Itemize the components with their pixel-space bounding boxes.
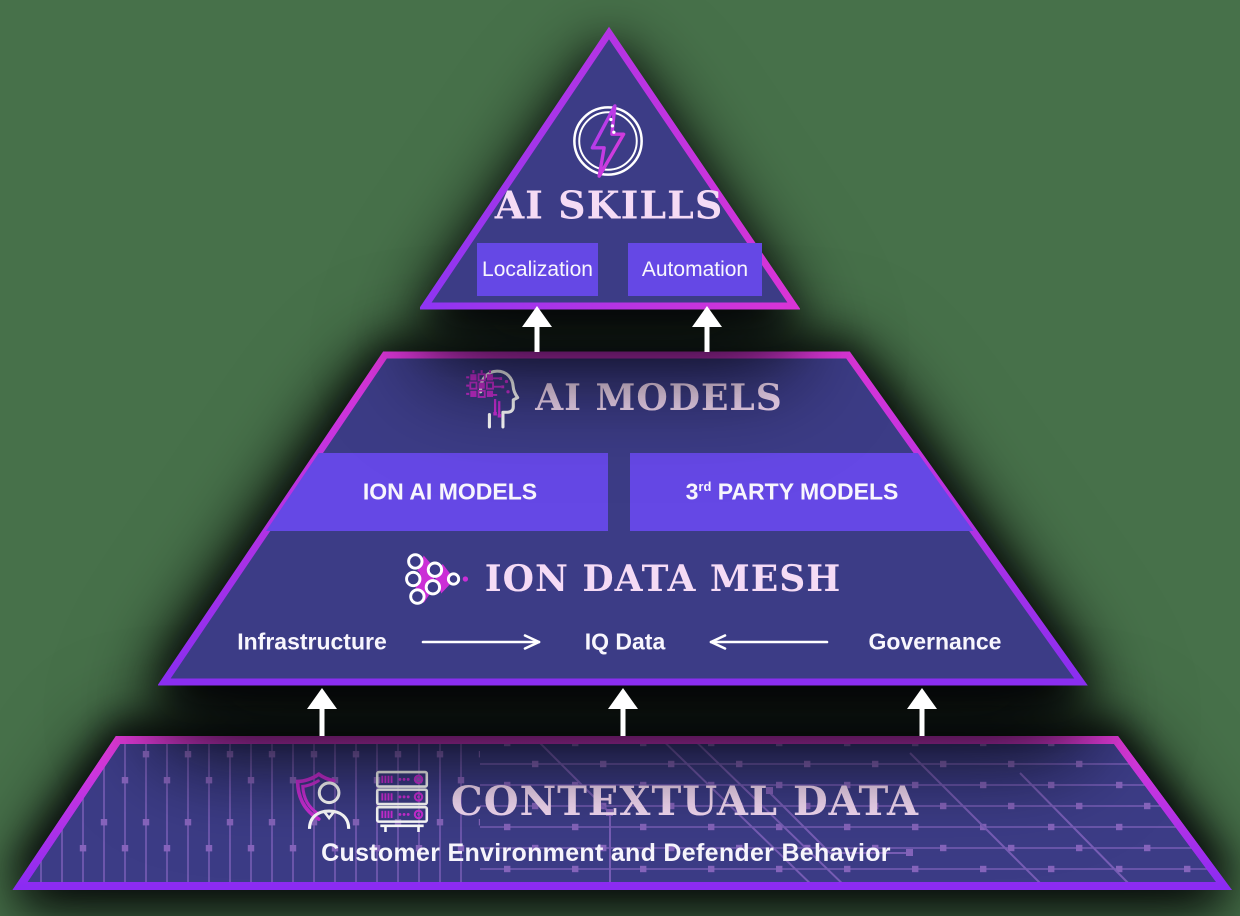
contextual-data-header: CONTEXTUAL DATA [10,770,1232,832]
head-circuit-icon [466,369,520,429]
up-arrow-icon [692,306,722,352]
flow-governance-label: Governance [868,628,1002,655]
ion-data-mesh-title: ION DATA MESH [484,558,842,600]
network-mesh-icon [404,553,468,605]
flow-iq-data-label: IQ Data [584,628,666,655]
circuit-board-pattern [20,740,1224,886]
up-arrow-icon [307,688,337,736]
automation-box: Automation [628,243,762,296]
localization-label: Localization [482,257,593,281]
localization-box: Localization [477,243,598,296]
contextual-data-layer: CONTEXTUAL DATA Customer Environment and… [10,733,1232,893]
ai-models-title: AI MODELS [535,377,783,419]
up-arrow-icon [907,688,937,736]
right-arrow-icon [421,634,541,650]
ion-data-mesh-header: ION DATA MESH [164,550,1081,608]
automation-label: Automation [641,257,749,281]
third-party-models-label: 3rd PARTY MODELS [685,478,899,505]
lightning-circle-icon [573,104,643,178]
ai-skills-title: AI SKILLS [494,182,724,228]
ai-models-header: AI MODELS [164,365,1081,431]
ai-skills-layer: AI SKILLS Localization Automation [420,26,800,313]
up-arrow-icon [608,688,638,736]
ion-ai-models-label: ION AI MODELS [362,478,538,505]
up-arrow-icon [522,306,552,352]
server-rack-icon [375,770,428,832]
left-arrow-icon [709,634,829,650]
shield-user-icon [295,772,351,829]
flow-infrastructure-label: Infrastructure [237,628,387,655]
ai-models-trapezoid [158,351,1088,686]
ai-models-layer: AI MODELS ION AI MODELS 3rd PARTY MODELS [158,350,1088,690]
contextual-data-subtitle: Customer Environment and Defender Behavi… [321,839,891,867]
contextual-data-title: CONTEXTUAL DATA [450,777,920,825]
